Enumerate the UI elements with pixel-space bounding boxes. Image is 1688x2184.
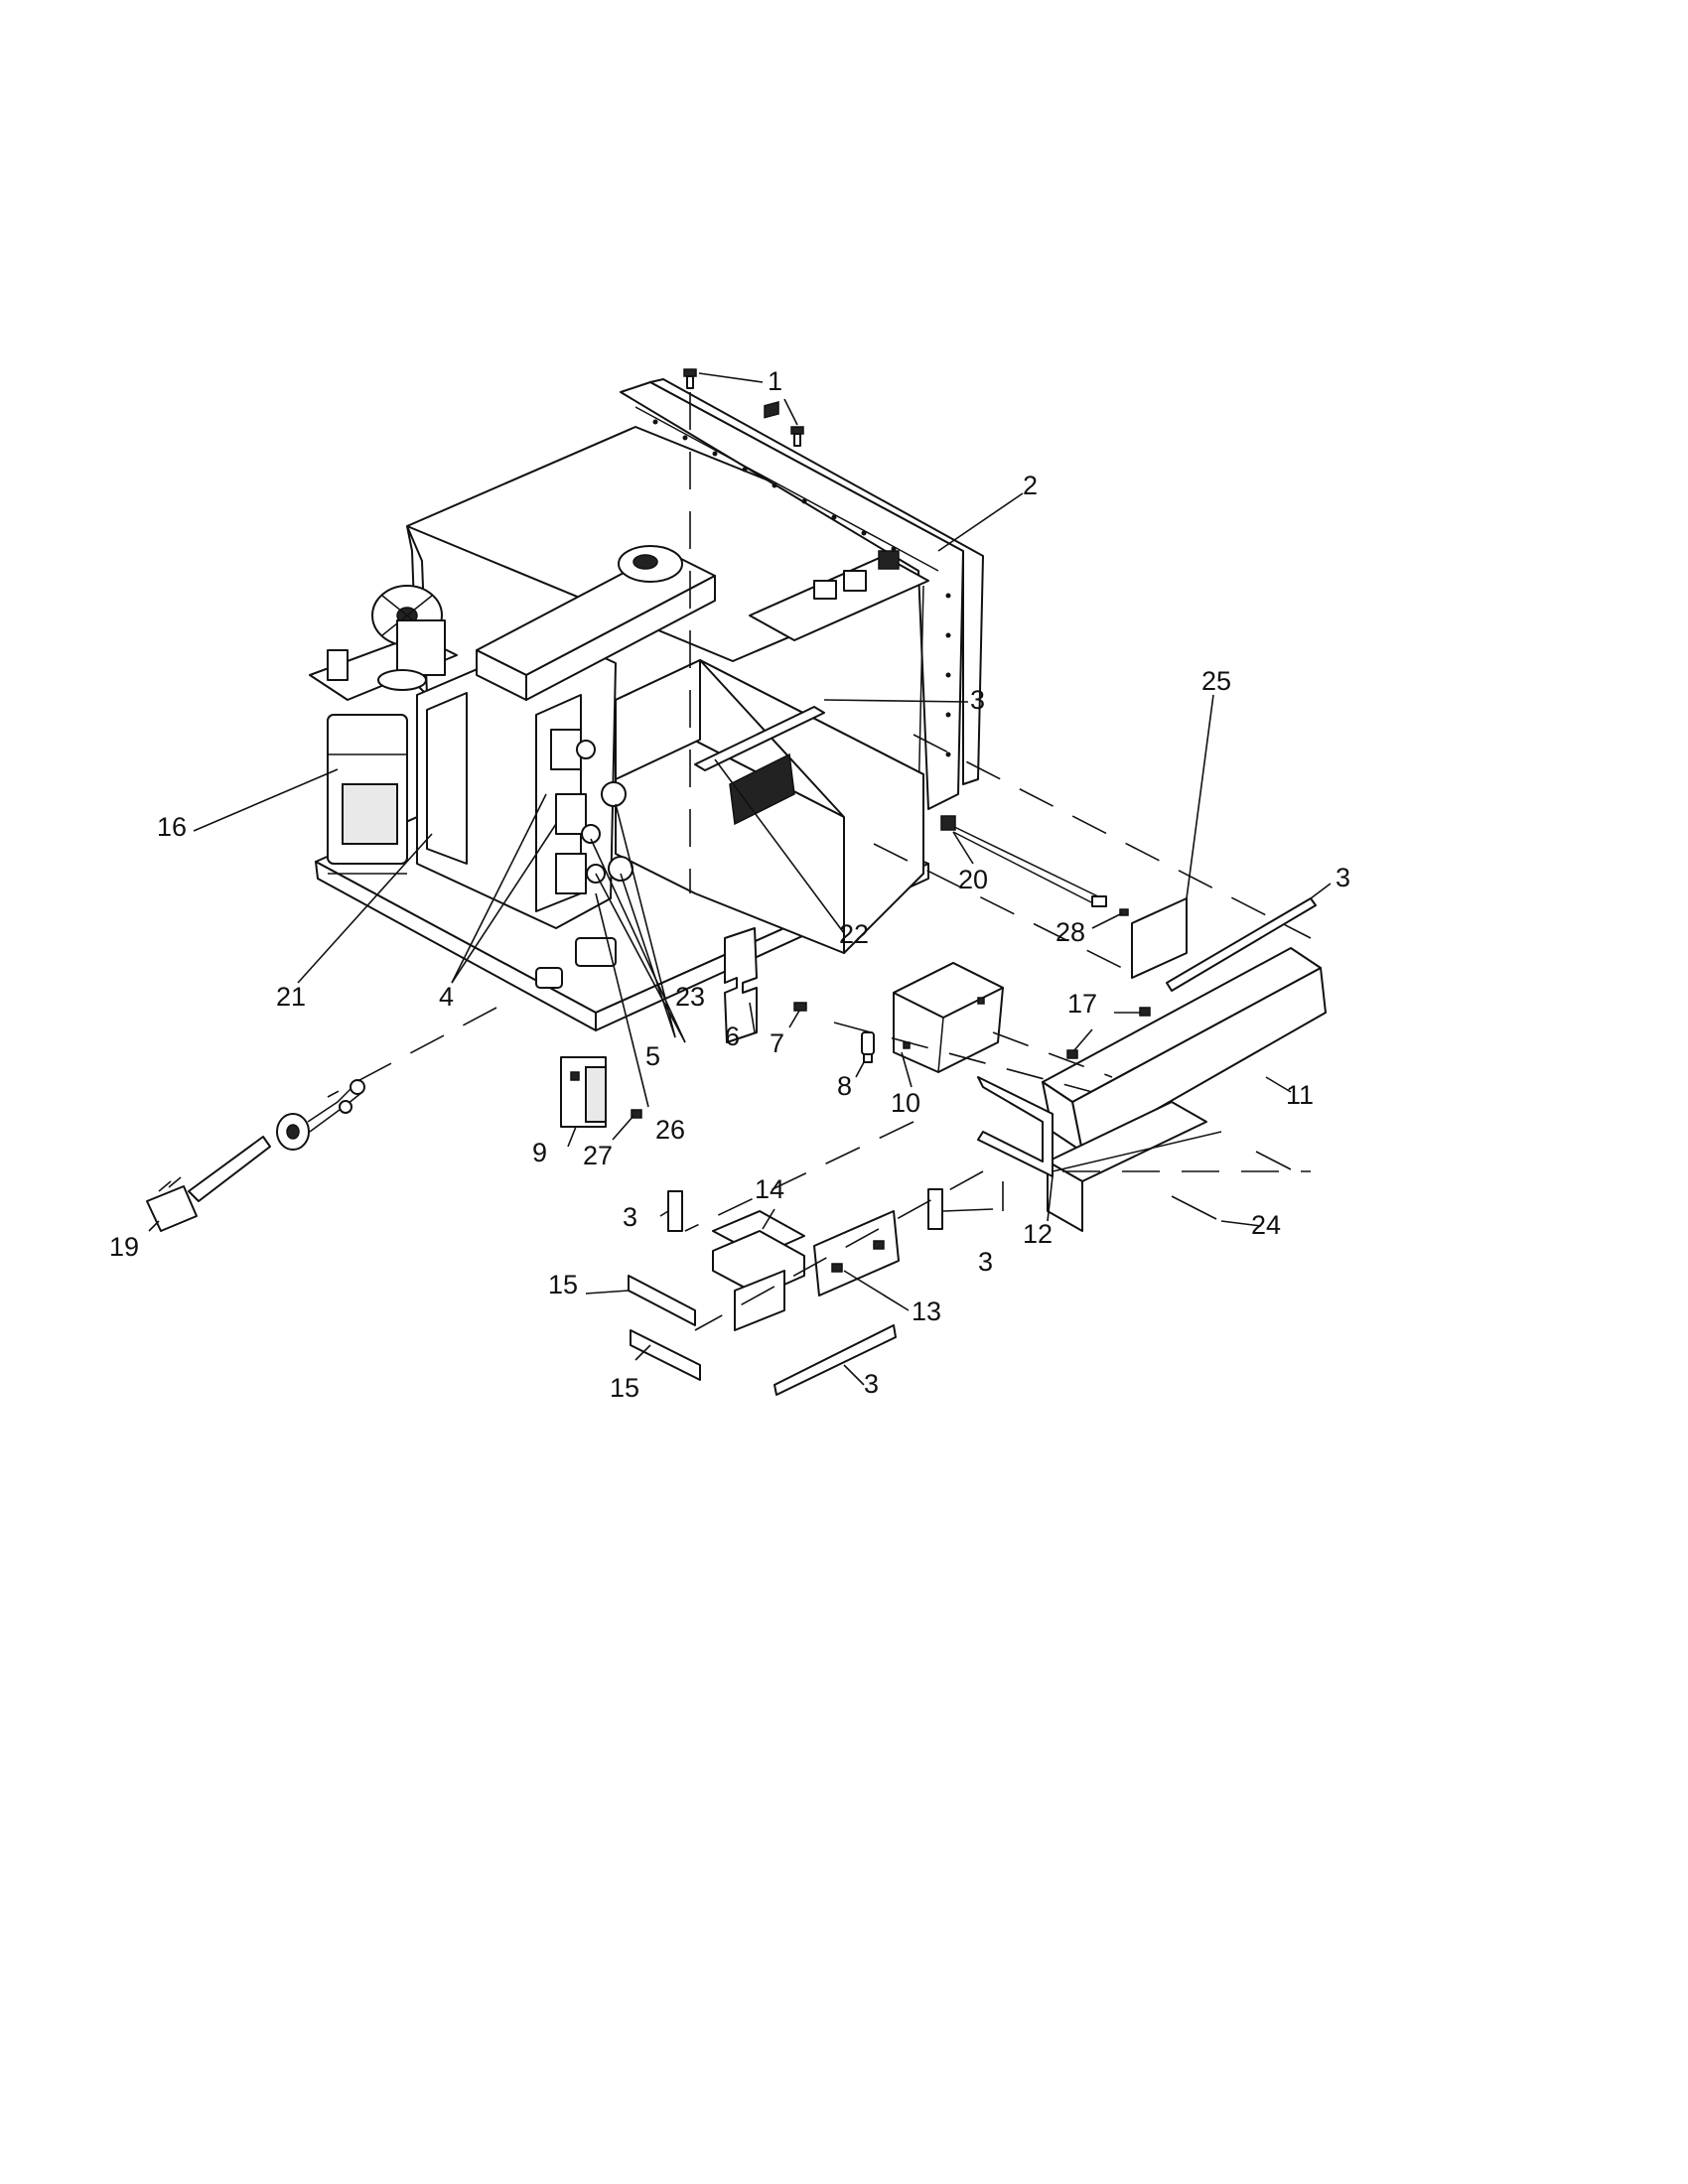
callout-10: 10 <box>891 1088 920 1118</box>
main-chassis <box>309 378 984 1031</box>
callout-8: 8 <box>837 1071 852 1101</box>
callout-15-lower: 15 <box>610 1373 639 1403</box>
cavity-side <box>699 659 924 954</box>
cooling-fan <box>371 585 446 691</box>
base-vent-left <box>575 937 617 967</box>
bar-3-bottom <box>774 1324 897 1396</box>
callout-23: 23 <box>675 982 705 1012</box>
callout-3-mid: 3 <box>978 1247 993 1277</box>
callout-14: 14 <box>755 1174 784 1204</box>
ring-lower <box>608 856 633 882</box>
ring-upper <box>601 781 627 807</box>
callout-24: 24 <box>1251 1210 1281 1240</box>
callout-3-bottom: 3 <box>864 1369 879 1399</box>
callout-6: 6 <box>725 1022 740 1051</box>
callout-16: 16 <box>157 812 187 842</box>
tray-bracket-14 <box>712 1210 805 1331</box>
pin-24b <box>1171 1195 1217 1220</box>
callout-3-right: 3 <box>1336 863 1350 892</box>
base-vent-small <box>535 967 563 989</box>
screw-1a <box>683 368 697 389</box>
u-bracket-12 <box>977 1076 1054 1177</box>
front-frame-edge <box>649 378 984 785</box>
control-board <box>749 555 929 641</box>
pad-3-left <box>667 1190 683 1232</box>
screw-17b <box>1066 1049 1078 1059</box>
bar-15-lower <box>630 1329 701 1381</box>
callout-26: 26 <box>655 1115 685 1145</box>
power-cord-19 <box>146 1079 365 1232</box>
callout-17: 17 <box>1067 989 1097 1019</box>
callout-15-upper: 15 <box>548 1270 578 1299</box>
callout-1: 1 <box>768 366 782 396</box>
plate-13 <box>813 1210 900 1297</box>
transformer <box>327 714 408 875</box>
bracket-6 <box>724 927 758 1043</box>
fuse-cover-10 <box>893 962 1004 1073</box>
top-duct-side <box>525 575 716 701</box>
screw-1b <box>790 426 804 447</box>
callout-7: 7 <box>770 1028 784 1058</box>
cavity-strip <box>694 706 825 771</box>
pad-3-right <box>927 1188 943 1230</box>
callout-12: 12 <box>1023 1219 1053 1249</box>
rivet-dots <box>652 419 951 757</box>
thermal-fuse-small <box>327 649 349 681</box>
callout-13: 13 <box>912 1297 941 1326</box>
callout-27: 27 <box>583 1141 613 1170</box>
callout-19: 19 <box>109 1232 139 1262</box>
callout-22: 22 <box>839 919 869 949</box>
callout-11: 11 <box>1286 1080 1314 1110</box>
callout-3-left: 3 <box>623 1202 637 1232</box>
callout-2: 2 <box>1023 471 1038 500</box>
callout-28: 28 <box>1055 917 1085 947</box>
callout-21: 21 <box>276 982 306 1012</box>
assembly-lines <box>327 392 1312 1331</box>
switch-9 <box>560 1056 607 1128</box>
housing-panel-left <box>426 692 468 865</box>
leader-lines <box>148 372 1332 1386</box>
base-channel-11 <box>1042 947 1327 1232</box>
callout-25: 25 <box>1201 666 1231 696</box>
vent-grid <box>694 706 825 826</box>
fuse-8 <box>861 1031 875 1063</box>
bar-3-right <box>1166 897 1317 992</box>
connector-28 <box>1119 908 1129 916</box>
pin-24a <box>1255 1151 1292 1170</box>
callout-labels: 1 2 3 25 3 16 20 22 28 21 4 23 17 6 7 5 … <box>109 366 1350 1403</box>
sensor-probe-20 <box>940 815 1107 907</box>
callout-9: 9 <box>532 1138 547 1167</box>
bar-15-upper <box>628 1275 696 1326</box>
cavity-front <box>615 699 845 954</box>
callout-5: 5 <box>645 1041 660 1071</box>
screw-27 <box>631 1109 642 1119</box>
cover-panel-25 <box>1131 897 1188 979</box>
screw-7 <box>793 1002 807 1012</box>
cavity-left <box>615 659 701 780</box>
callout-4: 4 <box>439 982 454 1012</box>
interlock-switches <box>550 729 606 894</box>
screw-17a <box>1139 1007 1151 1017</box>
callout-20: 20 <box>958 865 988 894</box>
callout-3-upper: 3 <box>970 685 985 715</box>
